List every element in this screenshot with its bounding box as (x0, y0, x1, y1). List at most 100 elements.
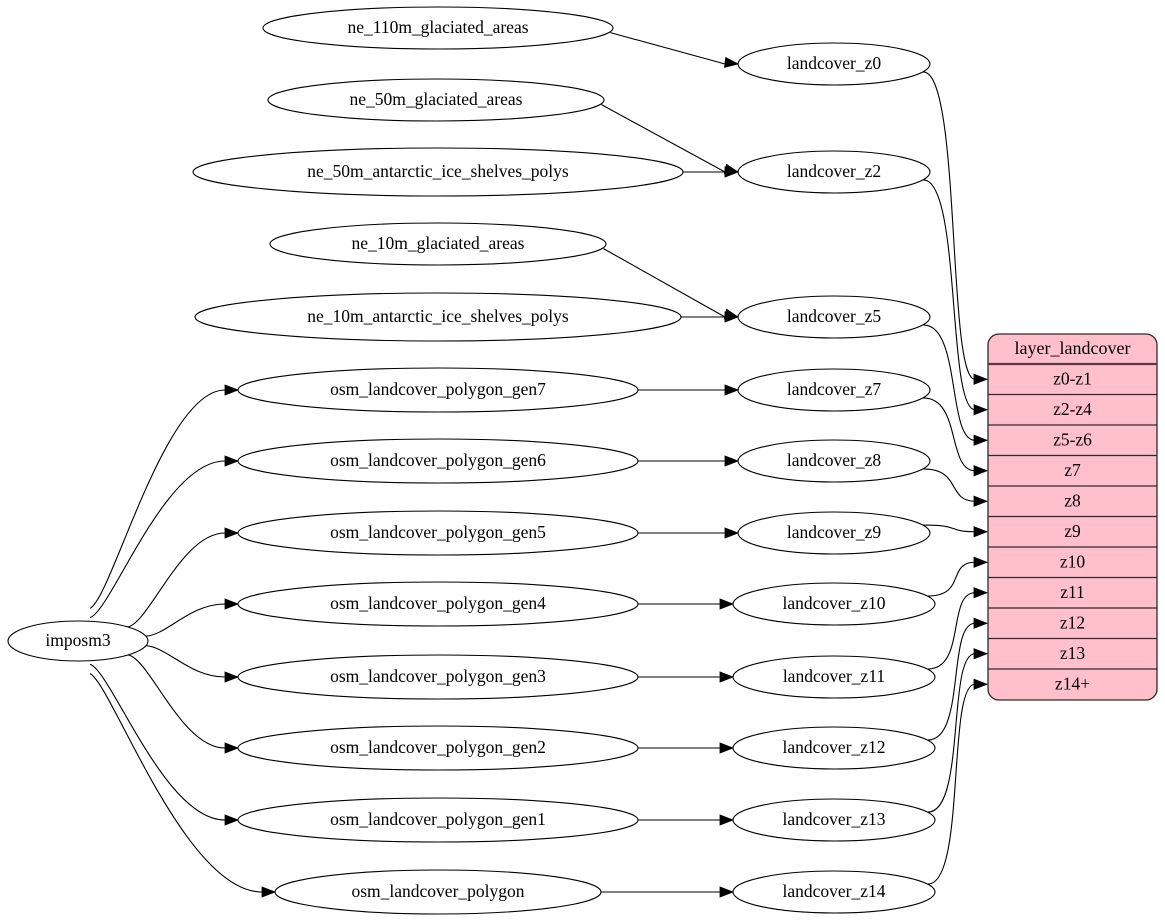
node-shape (237, 438, 639, 484)
table-row-z11[interactable]: z11 (1060, 582, 1085, 602)
landcover-node-landcover_z5[interactable]: landcover_z5 (737, 295, 931, 339)
node-label: osm_landcover_polygon (351, 881, 524, 901)
arrow-head (724, 527, 740, 539)
arrow-head (724, 166, 740, 178)
edge-imposm3-to-osm_landcover_polygon_gen4 (145, 603, 226, 637)
node-label: landcover_z12 (782, 737, 885, 757)
edge-landcover_z10-to-layer_landcover-z10 (927, 561, 976, 597)
node-label: landcover_z10 (782, 593, 885, 613)
arrow-head (724, 455, 740, 467)
edge-landcover_z14-to-layer_landcover-z14- (927, 683, 976, 885)
source-node-imposm3[interactable]: imposm3 (7, 620, 149, 662)
osm-table-node-osm_landcover_polygon_gen2[interactable]: osm_landcover_polygon_gen2 (237, 725, 639, 771)
table-row-z0-z1[interactable]: z0-z1 (1053, 368, 1092, 388)
arrow-head (724, 56, 740, 68)
edge-landcover_z8-to-layer_landcover-z8 (923, 468, 976, 502)
node-label: osm_landcover_polygon_gen2 (330, 737, 546, 757)
arrow-head (719, 671, 735, 683)
node-shape (267, 78, 605, 122)
osm-table-node-osm_landcover_polygon_gen4[interactable]: osm_landcover_polygon_gen4 (237, 581, 639, 627)
node-shape (7, 620, 149, 662)
node-label: osm_landcover_polygon_gen5 (330, 522, 546, 542)
table-row-z10[interactable]: z10 (1060, 551, 1086, 571)
table-row-z5-z6[interactable]: z5-z6 (1053, 429, 1092, 449)
arrow-head (724, 384, 740, 396)
arrow-head (224, 814, 240, 826)
node-label: landcover_z7 (787, 379, 882, 399)
landcover-node-landcover_z9[interactable]: landcover_z9 (737, 511, 931, 555)
ne-source-node-ne_10m_antarctic_ice_shelves_polys[interactable]: ne_10m_antarctic_ice_shelves_polys (194, 292, 682, 342)
node-shape (237, 367, 639, 413)
landcover-node-landcover_z11[interactable]: landcover_z11 (732, 655, 936, 699)
osm-table-node-osm_landcover_polygon[interactable]: osm_landcover_polygon (274, 869, 602, 915)
node-shape (274, 869, 602, 915)
node-label: ne_110m_glaciated_areas (347, 17, 528, 37)
node-shape (732, 726, 936, 770)
landcover-node-landcover_z8[interactable]: landcover_z8 (737, 439, 931, 483)
node-label: landcover_z5 (787, 306, 882, 326)
landcover-node-landcover_z12[interactable]: landcover_z12 (732, 726, 936, 770)
arrow-head (719, 886, 735, 898)
ne-source-node-ne_110m_glaciated_areas[interactable]: ne_110m_glaciated_areas (262, 6, 614, 50)
arrow-head (224, 527, 240, 539)
table-row-z2-z4[interactable]: z2-z4 (1053, 399, 1092, 419)
arrow-head (224, 384, 240, 396)
arrow-head (973, 495, 989, 507)
table-row-z14+[interactable]: z14+ (1055, 673, 1090, 693)
node-label: osm_landcover_polygon_gen3 (330, 666, 546, 686)
arrow-head (973, 465, 989, 477)
ne-source-node-ne_50m_glaciated_areas[interactable]: ne_50m_glaciated_areas (267, 78, 605, 122)
edge-layer (89, 32, 989, 898)
osm-table-node-osm_landcover_polygon_gen6[interactable]: osm_landcover_polygon_gen6 (237, 438, 639, 484)
node-label: landcover_z11 (783, 666, 885, 686)
node-shape (732, 798, 936, 842)
landcover-node-landcover_z10[interactable]: landcover_z10 (732, 582, 936, 626)
table-row-z9[interactable]: z9 (1064, 521, 1081, 541)
landcover-node-landcover_z7[interactable]: landcover_z7 (737, 368, 931, 412)
arrow-head (973, 678, 989, 690)
arrow-head (973, 404, 989, 416)
node-label: osm_landcover_polygon_gen7 (330, 379, 546, 399)
landcover-node-landcover_z14[interactable]: landcover_z14 (732, 870, 936, 914)
ne-source-node-ne_50m_antarctic_ice_shelves_polys[interactable]: ne_50m_antarctic_ice_shelves_polys (192, 147, 684, 197)
node-label: landcover_z2 (787, 161, 881, 181)
node-shape (737, 439, 931, 483)
landcover-node-landcover_z0[interactable]: landcover_z0 (737, 42, 931, 86)
edge-imposm3-to-osm_landcover_polygon_gen3 (146, 645, 226, 678)
arrow-head (973, 526, 989, 538)
node-shape (732, 582, 936, 626)
node-shape (737, 511, 931, 555)
table-row-z13[interactable]: z13 (1060, 643, 1086, 663)
table-row-z12[interactable]: z12 (1060, 612, 1085, 632)
landcover-node-landcover_z2[interactable]: landcover_z2 (737, 150, 931, 194)
node-shape (269, 222, 607, 266)
osm-table-node-osm_landcover_polygon_gen1[interactable]: osm_landcover_polygon_gen1 (237, 797, 639, 843)
arrow-head (224, 598, 240, 610)
landcover-node-landcover_z13[interactable]: landcover_z13 (732, 798, 936, 842)
arrow-head (224, 671, 240, 683)
table-row-z8[interactable]: z8 (1064, 490, 1081, 510)
osm-table-node-osm_landcover_polygon_gen3[interactable]: osm_landcover_polygon_gen3 (237, 654, 639, 700)
edge-landcover_z2-to-layer_landcover-z2-z4 (923, 179, 976, 411)
edge-ne_50m_glaciated_areas-to-landcover_z2 (601, 104, 726, 173)
edge-imposm3-to-osm_landcover_polygon (89, 673, 263, 893)
arrow-head (719, 814, 735, 826)
edge-imposm3-to-osm_landcover_polygon_gen7 (89, 389, 226, 609)
node-label: imposm3 (45, 630, 110, 650)
node-shape (737, 368, 931, 412)
edge-imposm3-to-osm_landcover_polygon_gen2 (128, 654, 226, 749)
node-shape (192, 147, 684, 197)
node-shape (732, 655, 936, 699)
node-label: landcover_z14 (782, 881, 885, 901)
osm-table-node-osm_landcover_polygon_gen5[interactable]: osm_landcover_polygon_gen5 (237, 510, 639, 556)
node-shape (737, 150, 931, 194)
node-shape (194, 292, 682, 342)
edge-landcover_z13-to-layer_landcover-z13 (927, 653, 976, 813)
node-label: osm_landcover_polygon_gen6 (330, 450, 546, 470)
node-shape (237, 581, 639, 627)
node-label: landcover_z8 (787, 450, 882, 470)
table-row-z7[interactable]: z7 (1064, 460, 1081, 480)
osm-table-node-osm_landcover_polygon_gen7[interactable]: osm_landcover_polygon_gen7 (237, 367, 639, 413)
edge-imposm3-to-osm_landcover_polygon_gen1 (89, 663, 226, 821)
ne-source-node-ne_10m_glaciated_areas[interactable]: ne_10m_glaciated_areas (269, 222, 607, 266)
